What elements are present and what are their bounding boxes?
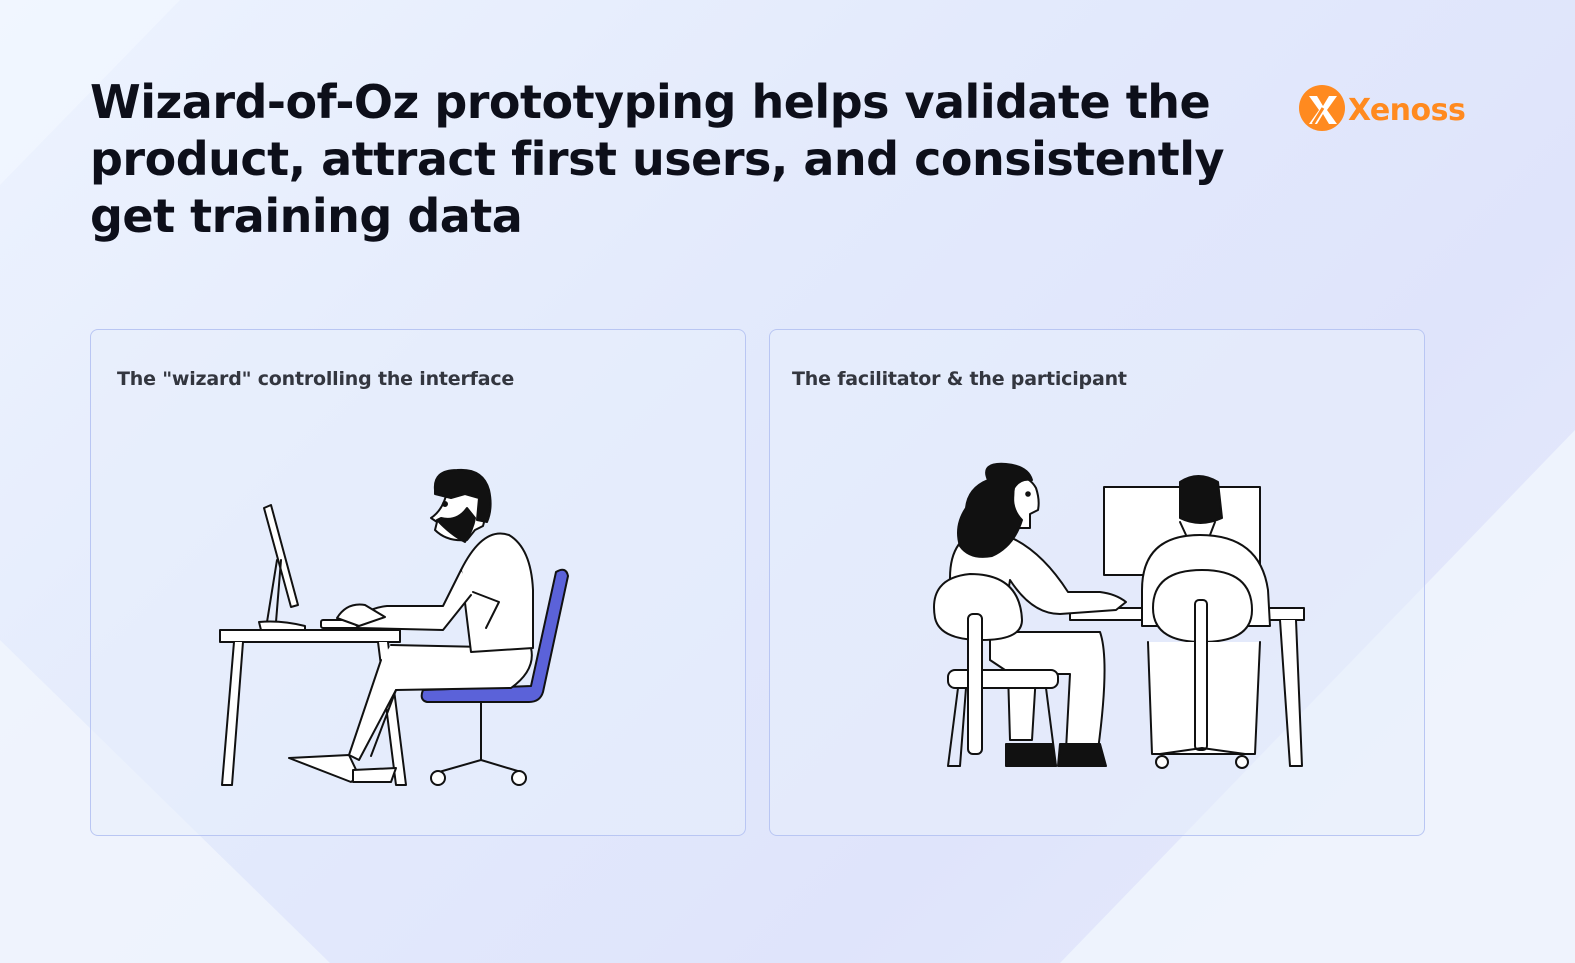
person-at-computer-illustration <box>219 468 569 786</box>
xenoss-logo-icon <box>1299 85 1345 131</box>
facilitator-card-caption: The facilitator & the participant <box>792 368 1127 390</box>
facilitator-and-participant-illustration <box>933 462 1305 769</box>
page-title: Wizard-of-Oz prototyping helps validate … <box>90 75 1224 243</box>
wizard-card-caption: The "wizard" controlling the interface <box>117 368 515 390</box>
wizard-card: The "wizard" controlling the interface <box>90 329 746 836</box>
facilitator-card: The facilitator & the participant <box>769 329 1425 836</box>
brand-logo: Xenoss <box>1298 84 1466 136</box>
logo-text: Xenoss <box>1348 92 1466 128</box>
